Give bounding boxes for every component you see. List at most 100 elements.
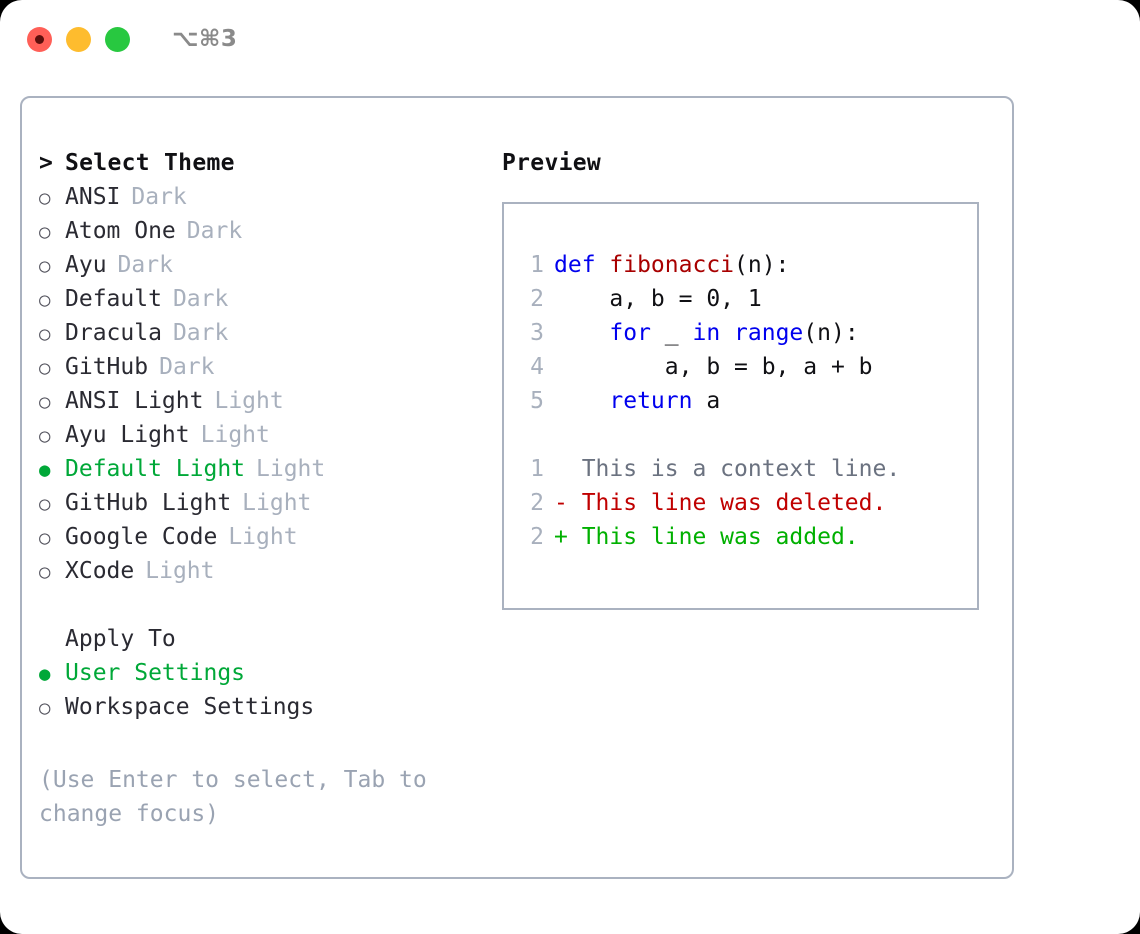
code-token-kw: return: [609, 388, 693, 414]
theme-item-label: Google Code: [65, 524, 218, 550]
code-token-plain: _: [650, 320, 693, 346]
code-token-plain: [720, 320, 734, 346]
theme-item-tag: Dark: [159, 354, 215, 380]
theme-item-tag: Light: [214, 388, 284, 414]
theme-item[interactable]: ● Default Light Light: [39, 452, 479, 486]
diff-gap: [504, 418, 977, 452]
theme-item-tag: Light: [256, 456, 326, 482]
code-line-number: 5: [530, 388, 544, 414]
code-token-plain: a: [692, 388, 721, 414]
theme-item-tag: Dark: [172, 320, 229, 346]
radio-unselected-icon: ○: [39, 493, 51, 515]
theme-item-label: Atom One: [65, 218, 176, 244]
apply-to-options: ●User Settings ○ Workspace Settings: [39, 656, 479, 724]
theme-item-label: Ayu Light: [65, 422, 190, 448]
code-line-text: a, b = b, a + b: [554, 350, 873, 384]
radio-unselected-icon: ○: [39, 255, 51, 277]
radio-selected-icon: ●: [39, 459, 51, 481]
theme-item-label: GitHub Light: [65, 490, 232, 516]
code-token-plain: a, b = 0, 1: [554, 286, 762, 312]
maximize-button[interactable]: [105, 26, 130, 52]
keyboard-hint: (Use Enter to select, Tab to change focu…: [39, 767, 427, 827]
diff-line-text: - This line was deleted.: [554, 490, 887, 516]
code-token-plain: [554, 320, 609, 346]
code-line-number: 1: [530, 252, 544, 278]
theme-item-tag: Light: [228, 524, 298, 550]
apply-to-option-label: Workspace Settings: [65, 694, 315, 720]
minimize-button[interactable]: [66, 26, 91, 52]
theme-item-label: Default: [65, 286, 162, 312]
radio-unselected-icon: ○: [39, 323, 51, 345]
theme-item-label: ANSI Light: [65, 388, 204, 414]
code-token-fn: fibonacci: [609, 252, 735, 278]
theme-item-tag: Light: [200, 422, 270, 448]
diff-line-text: + This line was added.: [554, 524, 859, 550]
diff-sample: 1 This is a context line. 2 - This line wa…: [504, 452, 977, 554]
theme-item-tag: Light: [242, 490, 312, 516]
radio-unselected-icon: ○: [39, 561, 51, 583]
theme-item[interactable]: ○ GitHub Light Light: [39, 486, 479, 520]
radio-unselected-icon: ○: [39, 527, 51, 549]
code-line: 5 return a: [504, 384, 977, 418]
code-line-text: def fibonacci(n):: [554, 248, 789, 282]
theme-item-tag: Dark: [131, 184, 187, 210]
theme-item-tag: Light: [145, 558, 215, 584]
theme-item[interactable]: ○ Ayu Light Light: [39, 418, 479, 452]
theme-item[interactable]: ○ Ayu Dark: [39, 248, 479, 282]
theme-item[interactable]: ○ Google Code Light: [39, 520, 479, 554]
theme-item-tag: Dark: [117, 252, 173, 278]
radio-unselected-icon: ○: [39, 425, 51, 447]
diff-line: 2 + This line was added.: [504, 520, 977, 554]
code-line-number: 2: [530, 286, 544, 312]
apply-to-option-label: User Settings: [65, 660, 246, 686]
close-button[interactable]: [27, 26, 52, 52]
code-line: 3 for _ in range(n):: [504, 316, 977, 350]
select-theme-label: Select Theme: [65, 150, 235, 176]
diff-line-number: 1: [530, 456, 544, 482]
window-title: ⌥⌘3: [172, 26, 238, 52]
theme-item-label: ANSI: [65, 184, 121, 210]
code-token-plain: a, b = b, a + b: [554, 354, 873, 380]
code-line-text: return a: [554, 384, 720, 418]
theme-item[interactable]: ○ XCode Light: [39, 554, 479, 588]
window-titlebar: ⌥⌘3: [0, 0, 1140, 78]
theme-item-label: Default Light: [65, 456, 246, 482]
code-token-plain: [554, 388, 609, 414]
code-line: 2 a, b = 0, 1: [504, 282, 977, 316]
code-line: 4 a, b = b, a + b: [504, 350, 977, 384]
apply-to-label: Apply To: [65, 626, 176, 652]
select-theme-header: > Select Theme: [39, 146, 479, 180]
radio-unselected-icon: ○: [39, 697, 51, 719]
code-token-plain: (n):: [803, 320, 859, 346]
theme-item-label: Dracula: [65, 320, 162, 346]
code-token-kw: def: [554, 252, 610, 278]
apply-to-option[interactable]: ●User Settings: [39, 656, 479, 690]
code-token-kw: for: [609, 320, 651, 346]
diff-line-number: 2: [530, 524, 544, 550]
apply-to-option[interactable]: ○ Workspace Settings: [39, 690, 479, 724]
theme-item[interactable]: ○ Dracula Dark: [39, 316, 479, 350]
code-line-number: 4: [530, 354, 544, 380]
code-line: 1 def fibonacci(n):: [504, 248, 977, 282]
diff-line-text: This is a context line.: [554, 456, 901, 482]
theme-item-label: XCode: [65, 558, 135, 584]
list-spacer: [39, 588, 479, 622]
preview-title: Preview: [502, 150, 602, 176]
apply-to-header: Apply To: [39, 622, 479, 656]
radio-unselected-icon: ○: [39, 357, 51, 379]
theme-item-tag: Dark: [172, 286, 229, 312]
radio-unselected-icon: ○: [39, 221, 51, 243]
theme-item-label: Ayu: [65, 252, 107, 278]
